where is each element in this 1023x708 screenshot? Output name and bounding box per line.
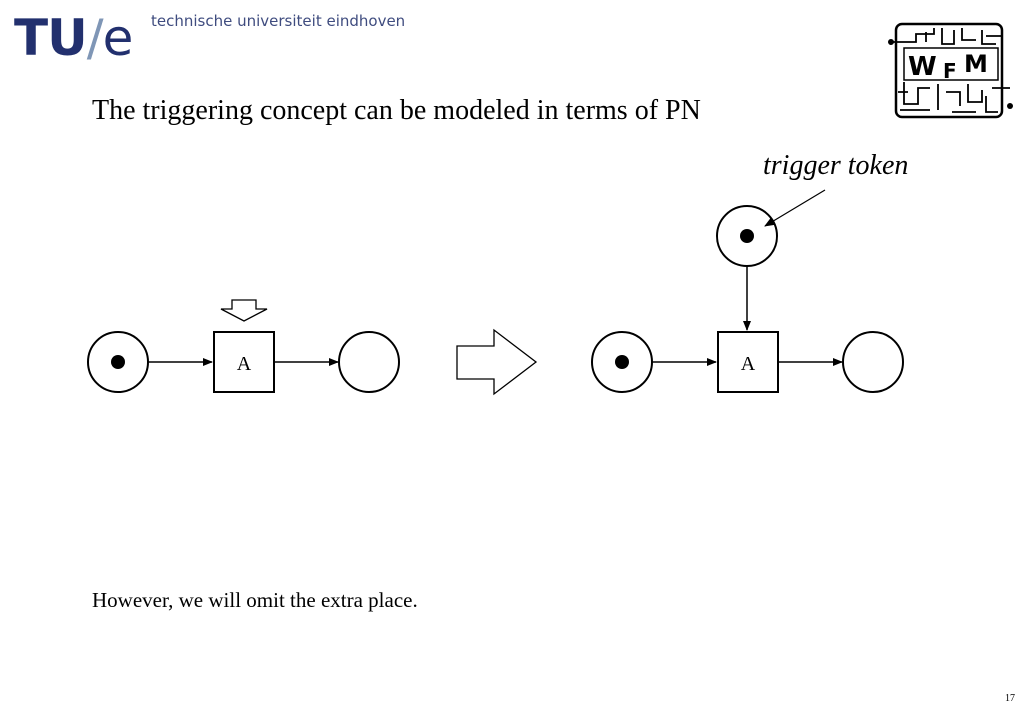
left-petri-net: A <box>87 299 400 393</box>
right-input-token <box>615 355 629 369</box>
wfm-dot-right <box>1007 103 1013 109</box>
footer-statement: However, we will omit the extra place. <box>92 588 418 612</box>
annotation-pointer <box>764 189 826 227</box>
logo-e-text: e <box>102 9 134 67</box>
trigger-token-annotation: trigger token <box>763 150 908 181</box>
university-name: technische universiteit eindhoven <box>151 12 406 30</box>
logo-tu-text: TU <box>14 9 88 67</box>
wfm-letters-box <box>903 47 999 81</box>
petri-net-diagram: A A trigger token <box>87 150 908 396</box>
wfm-logo-frame <box>894 22 1004 119</box>
left-transition-label: A <box>237 353 252 375</box>
logo-slash: / <box>86 9 104 67</box>
wfm-logo: W F M <box>888 22 1013 119</box>
wfm-letter-m: M <box>964 50 988 78</box>
wfm-letter-w: W <box>908 52 937 82</box>
trigger-token <box>740 229 754 243</box>
transformation-arrow <box>456 328 538 396</box>
tue-logo: TU/e <box>14 8 134 68</box>
right-transition-label: A <box>741 353 756 375</box>
trigger-indicator-arrow <box>220 299 268 322</box>
right-output-place <box>842 331 904 393</box>
wfm-maze-lines <box>891 28 1010 113</box>
wfm-dot-left <box>888 39 894 45</box>
slide-title: The triggering concept can be modeled in… <box>92 95 701 126</box>
wfm-letter-f: F <box>943 59 957 83</box>
right-petri-net: A trigger token <box>591 150 908 393</box>
page-number: 17 <box>1005 693 1015 704</box>
left-input-token <box>111 355 125 369</box>
left-output-place <box>338 331 400 393</box>
